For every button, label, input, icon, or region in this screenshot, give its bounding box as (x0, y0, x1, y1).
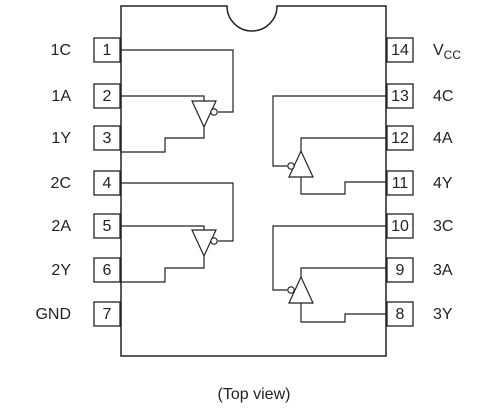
gate-1-enable-bubble (210, 108, 218, 116)
gate-3-control-wire (272, 225, 386, 291)
pin-2-box (93, 83, 121, 109)
gate-4-output-wire (300, 177, 386, 195)
pin-3-box (93, 125, 121, 151)
pin-11-box (386, 170, 414, 196)
gate-2-output-wire (120, 256, 205, 283)
pin-4-number: 4 (103, 175, 112, 192)
pin-7-label: GND (35, 306, 71, 323)
buffer-gate-3 (272, 225, 386, 323)
gate-2-buffer-triangle (191, 229, 217, 258)
gate-3-input-wire (300, 267, 386, 277)
pin-4-label: 2C (51, 175, 71, 192)
pin-1-label: 1C (51, 42, 71, 59)
buffer-gate-1 (120, 49, 234, 153)
gate-1-input-wire (120, 95, 205, 101)
gate-1-buffer-triangle (191, 100, 217, 129)
gate-3-output-wire (300, 303, 386, 323)
pin-9-label: 3A (433, 262, 453, 279)
buffer-gate-2 (120, 182, 234, 283)
ic-package-outline (120, 5, 387, 357)
gate-4-input-wire (300, 137, 386, 151)
pin-12-box (386, 125, 414, 151)
pin-14-box (386, 37, 414, 63)
pin-1-number: 1 (103, 42, 112, 59)
pin-8-label: 3Y (433, 306, 453, 323)
gate-2-enable-bubble (210, 237, 218, 245)
pin-6-number: 6 (103, 262, 112, 279)
pin-13-number: 13 (391, 88, 409, 105)
pin-3-label: 1Y (51, 130, 71, 147)
pin-14-label-main: V (433, 42, 444, 59)
gate-4-enable-bubble (287, 162, 295, 170)
pin-14-label: VCC (433, 42, 461, 62)
view-caption: (Top view) (217, 386, 291, 403)
pin-14-number: 14 (391, 42, 409, 59)
gate-2-input-wire (120, 225, 205, 230)
pin-6-label: 2Y (51, 262, 71, 279)
pin-13-label: 4C (433, 88, 453, 105)
pin-12-number: 12 (391, 130, 409, 147)
gate-2-control-wire (120, 182, 234, 242)
gate-1-control-wire (120, 49, 234, 113)
pin-5-box (93, 213, 121, 239)
pin-13-box (386, 83, 414, 109)
pin-5-number: 5 (103, 218, 112, 235)
buffer-gate-4 (272, 95, 386, 195)
pin-6-box (93, 257, 121, 283)
gate-4-control-wire (272, 95, 386, 167)
pin-3-number: 3 (103, 130, 112, 147)
pin-10-box (386, 213, 414, 239)
pin-14-label-subscript: CC (444, 48, 462, 62)
pin-2-number: 2 (103, 88, 112, 105)
pin-10-number: 10 (391, 218, 409, 235)
pin-2-label: 1A (51, 88, 71, 105)
gate-1-output-wire (120, 127, 205, 153)
pin-11-number: 11 (392, 175, 409, 192)
pin-7-box (93, 301, 121, 327)
pin-8-box (386, 301, 414, 327)
pin-10-label: 3C (433, 218, 453, 235)
pin-12-label: 4A (433, 130, 453, 147)
pin-7-number: 7 (103, 306, 112, 323)
pin-5-label: 2A (51, 218, 71, 235)
pin-8-number: 8 (396, 306, 405, 323)
pin-11-label: 4Y (433, 175, 453, 192)
pin-9-number: 9 (396, 262, 405, 279)
pin-1-box (93, 37, 121, 63)
pin-9-box (386, 257, 414, 283)
gate-3-enable-bubble (287, 286, 295, 294)
